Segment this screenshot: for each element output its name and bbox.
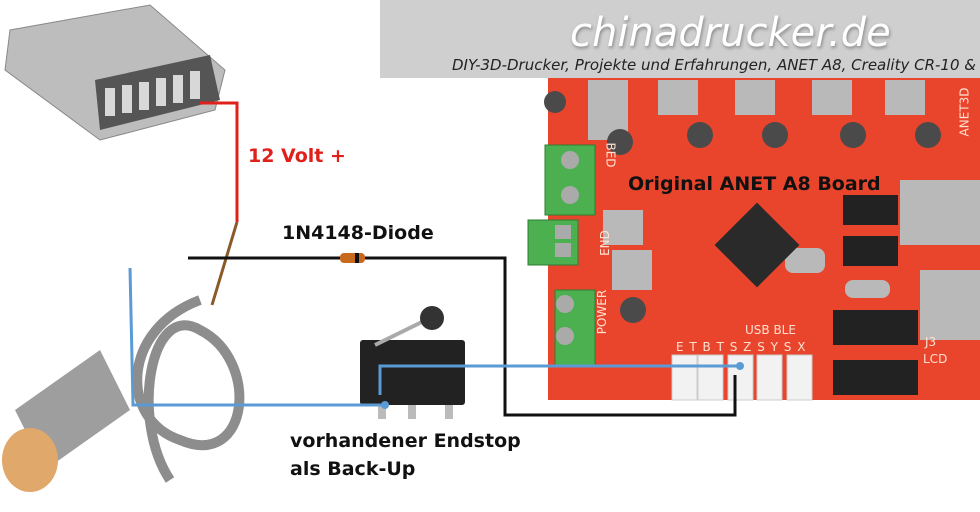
silk-usb-ble: USB BLE [745,323,796,337]
silk-power: POWER [595,289,610,335]
site-logo: chinadrucker.de [570,10,891,56]
voltage-label: 12 Volt + [248,145,346,167]
black-wire [188,256,737,417]
silk-j3: J3 [925,335,937,349]
inductive-sensor [2,295,245,492]
silk-bed: BED [603,142,618,168]
microswitch [360,306,465,419]
blue-wire-to-board [378,364,740,395]
diode-component [340,253,365,263]
diode-label: 1N4148-Diode [282,222,434,244]
power-supply [4,4,226,141]
endstop-label: vorhandener Endstop als Back-Up [290,427,521,483]
blue-wire [128,267,385,407]
silk-end: END [597,230,612,256]
endstop-label-line1: vorhandener Endstop [290,430,521,452]
site-tagline: DIY-3D-Drucker, Projekte und Erfahrungen… [452,56,980,74]
anet-a8-board [527,78,980,401]
silk-lcd: LCD [923,352,948,366]
header-banner [380,0,980,78]
brown-wire [210,221,239,306]
red-wire [200,101,239,222]
silk-brand: ANET3D [957,87,972,137]
endstop-label-line2: als Back-Up [290,458,416,480]
silk-endstop-pins: E T B T S Z S Y S X [676,340,807,354]
board-label: Original ANET A8 Board [628,173,881,195]
